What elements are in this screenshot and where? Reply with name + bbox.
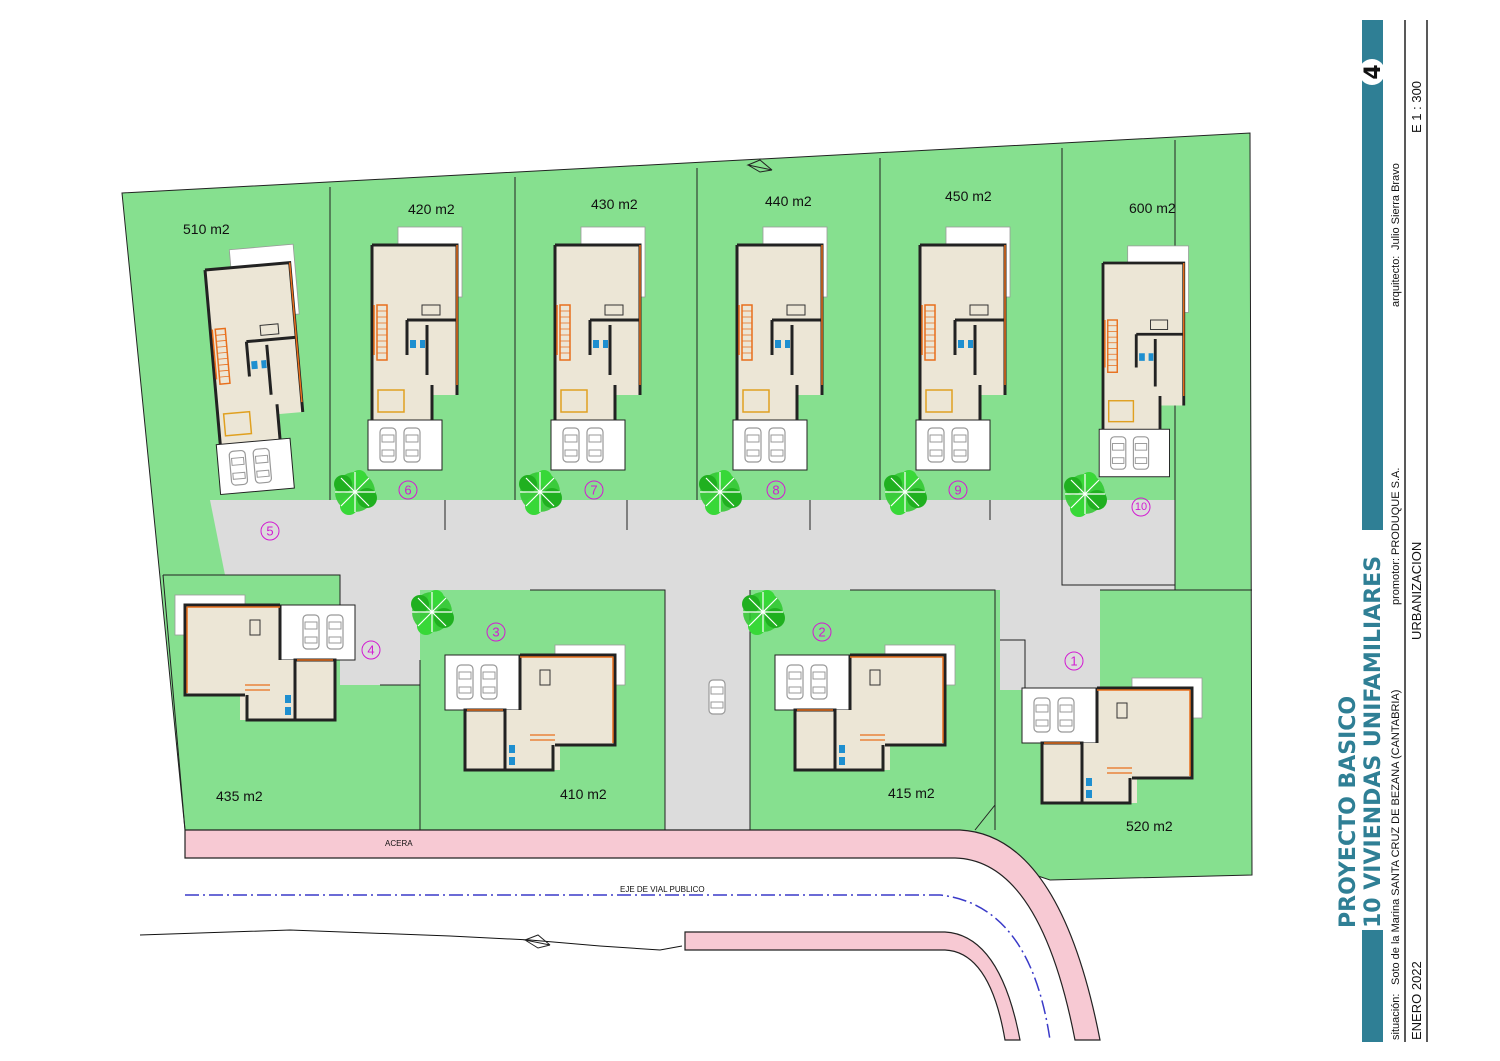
situacion-value: Soto de la Marina SANTA CRUZ DE BEZANA (… — [1390, 690, 1402, 985]
lot-number: 4 — [367, 643, 374, 658]
arquitecto-label: arquitecto: — [1390, 256, 1402, 307]
promotor-label: promotor: — [1390, 558, 1402, 605]
sidewalk — [184, 829, 1101, 1041]
lot-number: 10 — [1135, 501, 1147, 513]
lot-area: 420 m2 — [408, 201, 455, 217]
lot-area: 415 m2 — [888, 785, 935, 801]
lot-numbers — [260, 480, 1151, 671]
lot-dividers — [162, 140, 1252, 831]
lot-number: 2 — [818, 625, 825, 640]
road-axis — [185, 894, 1051, 1041]
road-edge — [139, 929, 683, 951]
parked-car — [708, 679, 726, 715]
north-arrow-icon — [746, 159, 773, 173]
lot-area: 440 m2 — [765, 193, 812, 209]
lot-number: 9 — [954, 483, 961, 498]
sidewalk-south — [684, 931, 1021, 1041]
sidewalk-label: ACERA — [385, 839, 413, 848]
lot-area: 510 m2 — [183, 221, 230, 237]
lot-number: 7 — [590, 483, 597, 498]
lot-number: 3 — [492, 625, 499, 640]
sheet-name: URBANIZACION — [1409, 542, 1424, 640]
lot-number: 5 — [266, 524, 273, 539]
lot-number: 6 — [404, 483, 411, 498]
road-axis-label: EJE DE VIAL PUBLICO — [620, 885, 705, 894]
lot-area: 430 m2 — [591, 196, 638, 212]
lot-area: 435 m2 — [216, 788, 263, 804]
lot-area: 410 m2 — [560, 786, 607, 802]
lot-number: 8 — [772, 483, 779, 498]
scale: E 1 : 300 — [1409, 81, 1424, 133]
date: ENERO 2022 — [1409, 961, 1424, 1040]
lot-area: 600 m2 — [1129, 200, 1176, 216]
title-line-2: 10 VIVIENDAS UNIFAMILIARES — [1361, 556, 1386, 928]
situacion-label: situación: — [1390, 994, 1402, 1040]
title-block: 4 PROYECTO BASICO 10 VIVIENDAS UNIFAMILI… — [1336, 20, 1428, 1042]
arquitecto-value: Julio Sierra Bravo — [1390, 163, 1402, 250]
lot-number: 1 — [1070, 654, 1077, 669]
north-arrow-icon — [523, 934, 551, 949]
shared-driveway — [210, 500, 1175, 830]
lot-area: 450 m2 — [945, 188, 992, 204]
lot-area: 520 m2 — [1126, 818, 1173, 834]
sheet-number: 4 — [1361, 64, 1386, 79]
title-line-1: PROYECTO BASICO — [1336, 696, 1361, 928]
promotor-value: PRODUQUE S.A. — [1390, 468, 1402, 555]
